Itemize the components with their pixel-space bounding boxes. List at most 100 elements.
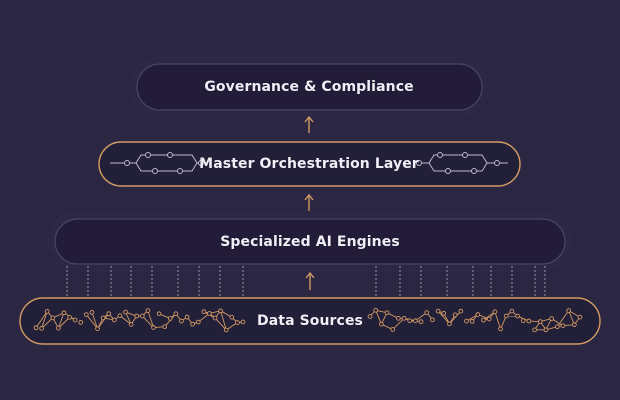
mesh-node (179, 318, 184, 324)
mesh-node (207, 311, 212, 316)
mesh-node (33, 325, 39, 331)
mesh-link (119, 315, 132, 325)
mesh-node (537, 319, 543, 324)
mesh-node (464, 318, 469, 324)
mesh-node (481, 317, 486, 323)
mesh-node (532, 327, 537, 333)
mesh-link (214, 317, 227, 331)
mesh-node (78, 320, 84, 325)
mesh-node (61, 310, 67, 316)
mesh-node (156, 311, 162, 317)
mesh-node (554, 324, 560, 330)
mesh-node (201, 309, 207, 315)
mesh-node (418, 319, 424, 325)
engines-layer-label: Specialized AI Engines (220, 234, 400, 250)
mesh-node (72, 317, 78, 323)
mesh-node (223, 327, 229, 333)
mesh-node (151, 325, 156, 330)
mesh-link (58, 317, 70, 329)
mesh-node (145, 308, 151, 313)
mesh-node (162, 324, 168, 330)
mesh-link (392, 317, 405, 330)
mesh-node (50, 315, 56, 321)
circuit-icon (110, 152, 204, 174)
mesh-link (91, 312, 98, 329)
mesh-node (543, 327, 549, 333)
mesh-node (560, 323, 566, 329)
mesh-node (430, 317, 435, 323)
mesh-node (190, 321, 195, 327)
up-arrow-icon (304, 115, 314, 133)
mesh-node (195, 319, 201, 325)
mesh-node (56, 325, 61, 331)
mesh-node (117, 313, 123, 318)
mesh-node (390, 327, 396, 332)
mesh-node (229, 314, 235, 320)
mesh-link (375, 310, 382, 325)
mesh-node (240, 319, 246, 325)
mesh-link (41, 317, 54, 329)
mesh-node (452, 312, 458, 318)
mesh-node (167, 316, 173, 321)
mesh-node (84, 312, 89, 317)
mesh-node (184, 314, 190, 320)
mesh-node (106, 311, 112, 317)
mesh-node (509, 308, 515, 314)
mesh-node (458, 308, 464, 314)
mesh-node (549, 316, 554, 321)
mesh-node (67, 315, 72, 320)
mesh-node (413, 318, 418, 324)
engines-layer-pill (54, 218, 566, 265)
mesh-link (147, 310, 154, 328)
mesh-node (424, 310, 430, 315)
mesh-node (520, 318, 526, 324)
data-sources-layer-label: Data Sources (257, 313, 363, 329)
mesh-node (515, 313, 520, 319)
mesh-node (435, 308, 441, 314)
up-arrow-icon (305, 271, 315, 290)
mesh-node (571, 322, 577, 328)
mesh-node (475, 312, 481, 317)
mesh-node (235, 320, 240, 325)
mesh-node (44, 309, 50, 314)
mesh-node (173, 311, 179, 317)
mesh-node (441, 310, 447, 316)
mesh-node (469, 319, 475, 324)
mesh-link (556, 310, 570, 327)
mesh-node (379, 321, 384, 327)
mesh-link (97, 313, 110, 329)
mesh-node (498, 326, 503, 332)
governance-layer-pill (136, 63, 483, 111)
mesh-node (401, 315, 407, 321)
mesh-node (373, 307, 379, 313)
data-sources-layer-pill (19, 297, 601, 345)
mesh-node (492, 309, 498, 315)
mesh-node (212, 315, 218, 321)
mesh-node (396, 315, 401, 321)
mesh-node (95, 326, 100, 332)
mesh-node (566, 308, 571, 313)
mesh-link (568, 310, 575, 325)
mesh-link (57, 312, 65, 329)
mesh-link (220, 310, 227, 331)
mesh-node (128, 322, 134, 327)
mesh-link (494, 311, 501, 330)
mesh-node (218, 308, 223, 314)
mesh-node (486, 316, 492, 322)
mesh-link (437, 310, 450, 325)
network-mesh-icon (367, 307, 583, 333)
mesh-node (134, 313, 140, 319)
governance-layer-label: Governance & Compliance (204, 79, 414, 95)
mesh-node (526, 318, 532, 324)
circuit-icon (416, 152, 508, 174)
mesh-link (35, 311, 48, 329)
orchestration-layer-pill (98, 141, 521, 187)
mesh-node (577, 314, 583, 320)
mesh-node (123, 309, 128, 315)
mesh-link (141, 315, 154, 328)
mesh-node (100, 315, 106, 321)
mesh-link (85, 314, 98, 329)
mesh-node (111, 317, 117, 323)
